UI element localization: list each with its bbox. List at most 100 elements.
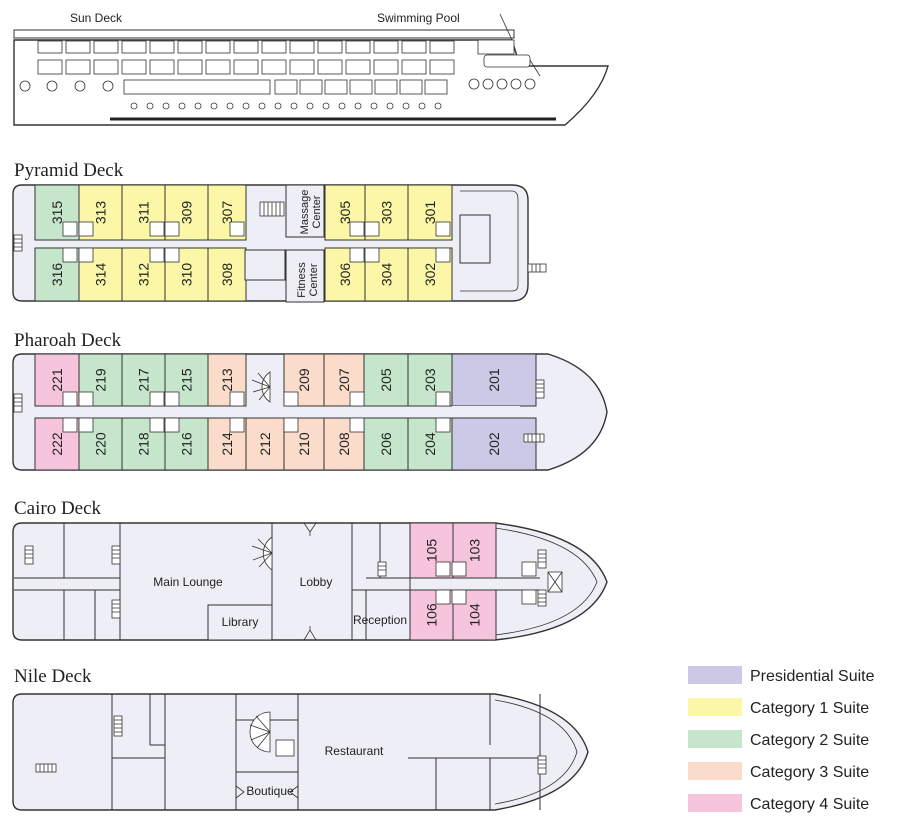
ladder-icon: [111, 545, 121, 565]
ladder-icon: [535, 379, 545, 399]
cabin-number: 310: [179, 263, 195, 287]
cabin-door: [164, 221, 180, 237]
porthole: [242, 102, 250, 110]
cabin-number: 316: [49, 263, 65, 287]
window: [424, 79, 448, 95]
window: [177, 40, 203, 54]
cabin-number: 301: [422, 201, 438, 225]
cabin-door: [435, 417, 451, 433]
cabin-number: 304: [379, 263, 395, 287]
legend-label-category-4: Category 4 Suite: [750, 796, 869, 813]
cabin-number: 205: [378, 368, 394, 392]
porthole: [434, 102, 442, 110]
spiral-staircase-icon: [251, 371, 271, 403]
window: [401, 59, 427, 75]
cabin-220: 220: [78, 417, 123, 471]
legend-label-presidential: Presidential Suite: [750, 668, 875, 685]
cabin-number: 219: [93, 368, 109, 392]
cabin-door: [349, 417, 365, 433]
cabin-door: [78, 391, 94, 407]
window: [65, 59, 91, 75]
porthole: [162, 102, 170, 110]
window: [429, 40, 455, 54]
window: [93, 40, 119, 54]
cabin-door: [62, 417, 78, 433]
window: [299, 79, 323, 95]
lobby-label: Lobby: [300, 575, 333, 589]
cabin-number: 103: [467, 539, 483, 563]
gangway-icon: [527, 263, 547, 273]
ladder-icon: [13, 393, 23, 413]
window: [261, 40, 287, 54]
cabin-103: 103: [452, 522, 497, 579]
cabin-number: 106: [424, 603, 440, 627]
cabin-number: 220: [93, 432, 109, 456]
cabin-number: 201: [486, 368, 502, 392]
window: [177, 59, 203, 75]
window: [373, 40, 399, 54]
ladder-icon: [111, 599, 121, 619]
cabin-number: 202: [486, 432, 502, 456]
window: [345, 59, 371, 75]
cabin-218: 218: [121, 417, 166, 471]
cabin-door: [149, 417, 165, 433]
cabin-number: 215: [179, 368, 195, 392]
window: [289, 40, 315, 54]
window: [399, 79, 423, 95]
cabin-door: [521, 561, 537, 577]
window: [93, 59, 119, 75]
cabin-309: 309: [164, 184, 209, 241]
ladder-icon: [24, 545, 34, 565]
cabin-number: 311: [136, 201, 152, 224]
window: [205, 40, 231, 54]
cabin-door: [283, 391, 299, 407]
legend: Presidential Suite Category 1 Suite Cate…: [688, 666, 875, 813]
gangway-icon: [523, 433, 545, 443]
cabin-door: [349, 247, 365, 263]
window: [149, 40, 175, 54]
cabin-212: 212: [245, 417, 285, 471]
cabin-number: 222: [49, 432, 65, 456]
cabin-door: [78, 417, 94, 433]
cabin-door: [149, 247, 165, 263]
cabin-number: 210: [296, 432, 312, 456]
nile-deck-title: Nile Deck: [14, 666, 92, 687]
spiral-staircase-icon: [249, 711, 271, 753]
cabin-number: 203: [422, 368, 438, 392]
cabin-number: 305: [337, 201, 353, 225]
cabin-number: 209: [296, 368, 312, 392]
window: [349, 79, 373, 95]
cabin-door: [149, 221, 165, 237]
legend-swatch-category-4: [688, 794, 742, 812]
cairo-deck-title: Cairo Deck: [14, 498, 102, 519]
cabin-door: [229, 221, 245, 237]
cabin-number: 105: [424, 539, 440, 563]
legend-label-category-2: Category 2 Suite: [750, 732, 869, 749]
cabin-number: 308: [219, 263, 235, 287]
sun-deck-label: Sun Deck: [70, 11, 123, 25]
porthole: [322, 102, 330, 110]
porthole: [194, 102, 202, 110]
cabin-222: 222: [34, 417, 80, 471]
cabin-207: 207: [323, 353, 365, 407]
cabin-number: 309: [179, 201, 195, 225]
cabin-number: 208: [336, 432, 352, 456]
cabin-door: [164, 417, 180, 433]
cabin-308: 308: [207, 247, 247, 302]
porthole: [306, 102, 314, 110]
porthole: [402, 102, 410, 110]
window: [205, 59, 231, 75]
window: [121, 59, 147, 75]
ladder-icon: [537, 755, 547, 775]
window: [373, 59, 399, 75]
gangway-icon: [35, 763, 57, 773]
cabin-307: 307: [207, 184, 247, 241]
cabin-number: 221: [49, 368, 65, 392]
cabin-door: [435, 561, 451, 577]
window: [374, 79, 398, 95]
window: [317, 59, 343, 75]
library-label: Library: [222, 615, 259, 629]
nile-deck: Nile Deck Restaurant Boutique: [12, 666, 589, 811]
